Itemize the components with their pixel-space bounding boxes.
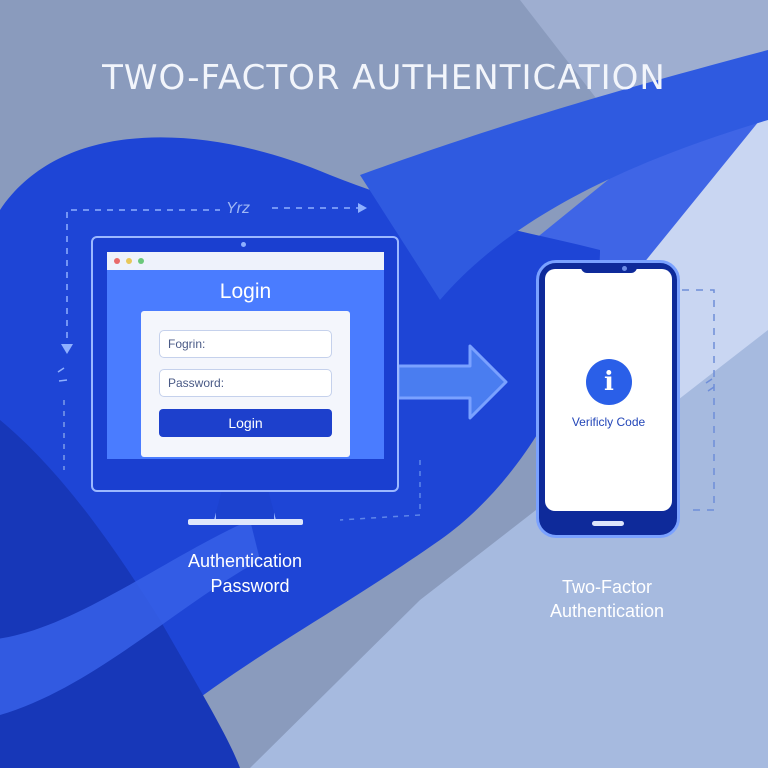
dashed-flow-line-bottom: [339, 460, 421, 521]
background-blue-swoosh: [360, 50, 768, 300]
monitor-stand: [214, 492, 276, 520]
decorative-glyph: Yrz: [226, 200, 250, 217]
tick-marks-right: [705, 378, 715, 392]
background-lower-swoosh: [0, 520, 260, 715]
dashed-flow-line-top-left: [66, 209, 220, 350]
window-maximize-dot-icon: [138, 258, 144, 264]
phone-caption-line2: Authentication: [549, 601, 665, 621]
arrowhead-down-icon: [61, 344, 73, 354]
monitor-caption-line2: Password: [210, 576, 290, 596]
tick-marks-left: [57, 367, 68, 382]
flow-arrow-icon: [396, 344, 508, 420]
diagram-title: TWO-FACTOR AUTHENTICATION: [102, 58, 666, 98]
monitor-caption-line1: Authentication: [187, 551, 303, 571]
monitor-camera-icon: [241, 242, 246, 247]
phone-camera-icon: [622, 266, 627, 271]
login-screen-title: Login: [219, 280, 272, 303]
arrowhead-right-icon: [358, 203, 367, 213]
verify-code-label: Verificly Code: [571, 415, 646, 429]
login-button[interactable]: Login: [159, 409, 332, 437]
browser-title-bar: [107, 252, 384, 270]
window-minimize-dot-icon: [126, 258, 132, 264]
phone-caption-line1: Two-Factor: [561, 577, 653, 597]
password-input[interactable]: Password:: [159, 369, 332, 397]
window-close-dot-icon: [114, 258, 120, 264]
phone-notch: [581, 265, 637, 273]
info-icon: i: [586, 359, 632, 405]
username-input[interactable]: Fogrin:: [159, 330, 332, 358]
monitor-stand-base: [188, 519, 303, 525]
dashed-flow-line-phone: [682, 289, 715, 511]
phone-home-indicator: [592, 521, 624, 526]
